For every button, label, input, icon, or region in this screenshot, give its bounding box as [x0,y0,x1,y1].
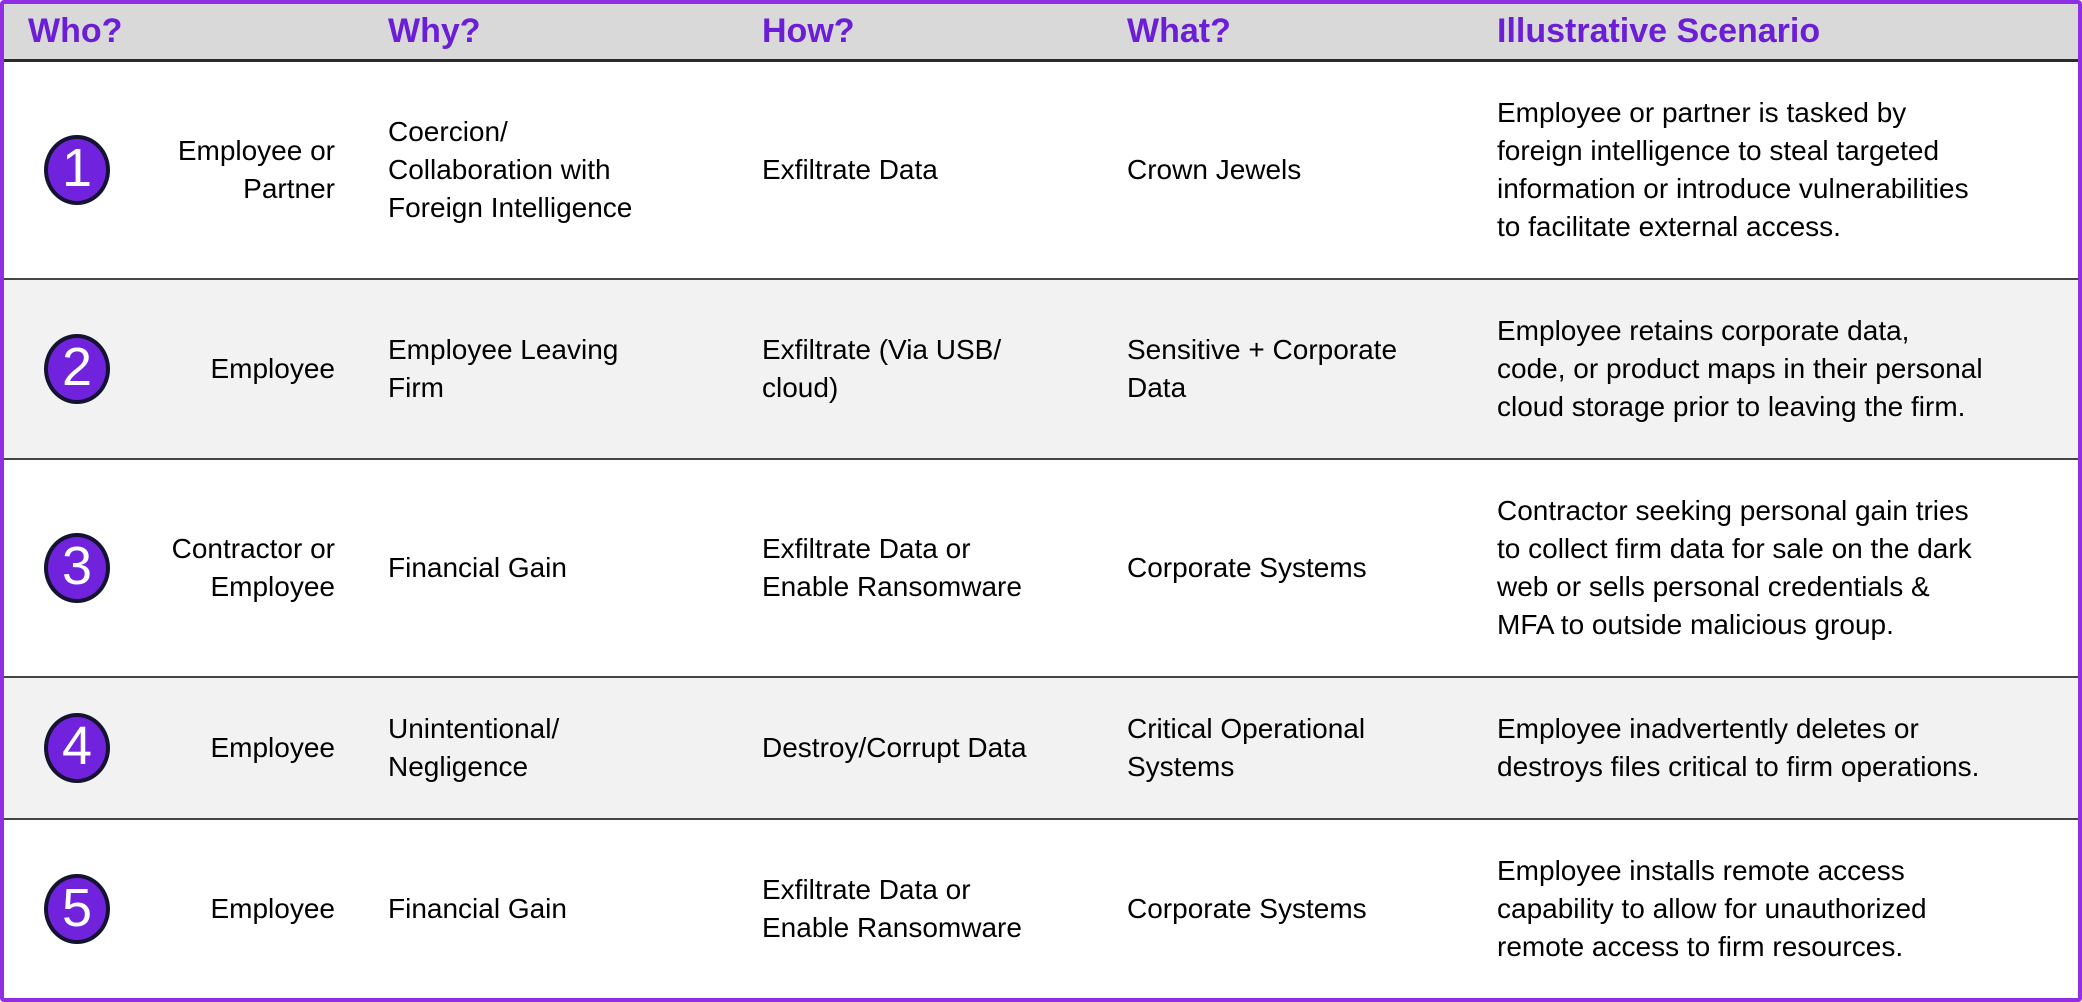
what-cell: Crown Jewels [1127,154,1302,186]
row-number-badge: 3 [44,532,110,603]
row-badge-cell: 3 [4,532,150,603]
column-header-who: Who? [28,12,123,50]
row-badge-cell: 5 [4,874,150,944]
who-cell: Employee [210,731,335,763]
how-cell: Exfiltrate Data or Enable Ransomware [762,533,1022,602]
row-number-badge: 2 [44,333,110,404]
what-cell: Corporate Systems [1127,893,1367,925]
scenario-cell: Employee installs remote access capabili… [1497,855,1927,962]
column-header-how: How? [762,12,855,50]
scenario-cell: Employee or partner is tasked by foreign… [1497,97,1969,242]
who-cell: Employee or Partner [177,135,335,204]
table-row: 2 Employee Employee Leaving Firm Exfiltr… [4,277,2078,458]
who-cell: Contractor or Employee [171,533,335,602]
why-cell: Unintentional/ Negligence [388,713,560,782]
column-header-illustrative-scenario: Illustrative Scenario [1497,12,1821,50]
who-cell: Employee [210,893,335,925]
why-cell: Coercion/ Collaboration with Foreign Int… [388,116,633,223]
row-number-badge: 1 [44,134,110,205]
table-row: 1 Employee or Partner Coercion/ Collabor… [4,62,2078,278]
row-badge-cell: 1 [4,134,150,205]
why-cell: Employee Leaving Firm [388,334,619,403]
what-cell: Sensitive + Corporate Data [1127,334,1398,403]
how-cell: Exfiltrate Data or Enable Ransomware [762,874,1022,943]
table-row: 5 Employee Financial Gain Exfiltrate Dat… [4,817,2078,998]
row-badge-cell: 4 [4,712,150,783]
table-row: 3 Contractor or Employee Financial Gain … [4,457,2078,676]
why-cell: Financial Gain [388,893,567,925]
why-cell: Financial Gain [388,551,567,583]
how-cell: Exfiltrate Data [762,154,938,186]
table-row: 4 Employee Unintentional/ Negligence Des… [4,675,2078,818]
row-number-badge: 5 [44,874,110,944]
scenario-cell: Contractor seeking personal gain tries t… [1497,495,1972,640]
what-cell: Corporate Systems [1127,551,1367,583]
scenario-cell: Employee retains corporate data, code, o… [1497,315,1983,422]
column-header-what: What? [1127,12,1231,50]
who-cell: Employee [210,352,335,384]
what-cell: Critical Operational Systems [1127,713,1366,782]
how-cell: Exfiltrate (Via USB/ cloud) [762,334,1002,403]
column-header-why: Why? [388,12,481,50]
row-number-badge: 4 [44,712,110,783]
how-cell: Destroy/Corrupt Data [762,731,1027,763]
row-badge-cell: 2 [4,333,150,404]
scenario-cell: Employee inadvertently deletes or destro… [1497,713,1980,782]
table-header-row: Who? Why? How? What? Illustrative Scenar… [4,4,2078,62]
